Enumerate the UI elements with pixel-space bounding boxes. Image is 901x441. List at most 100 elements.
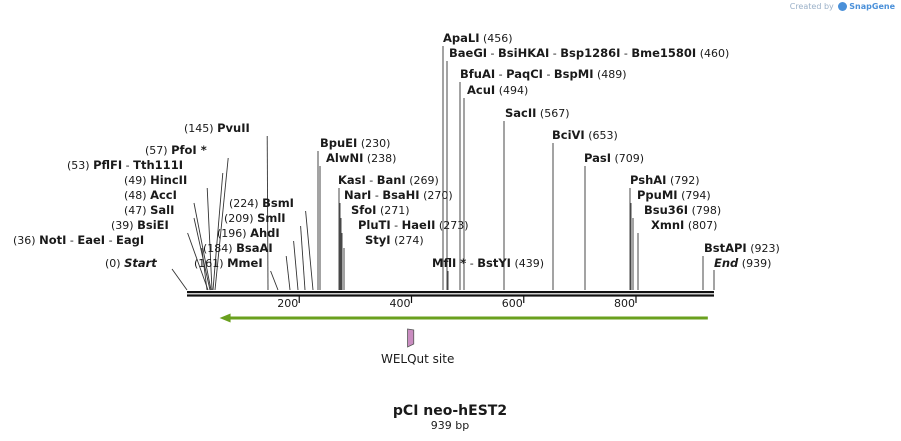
site-position: -	[620, 47, 631, 60]
site-position: (53)	[67, 159, 90, 172]
site-position: (224)	[229, 197, 259, 210]
site-connector-line	[212, 172, 224, 291]
welqut-site-glyph	[407, 328, 415, 348]
site-position: (794)	[681, 189, 711, 202]
site-label-baegi: BaeGI - BsiHKAI - Bsp1286I - Bme1580I (4…	[446, 46, 730, 290]
site-position: (209)	[224, 212, 254, 225]
marker-name: Start	[124, 256, 157, 270]
site-label-pvuii: (145) PvuII	[184, 121, 269, 291]
site-label-bsmi: (224) BsmI	[229, 196, 314, 291]
site-label-hincii: (49) HincII	[124, 173, 213, 291]
site-position: (39)	[111, 219, 134, 232]
site-label-text: BpuEI (230)	[320, 136, 390, 150]
site-position: -	[371, 189, 382, 202]
site-connector-line	[285, 255, 291, 291]
site-label-sfoi: SfoI (271)	[340, 203, 410, 290]
site-connector-line	[214, 157, 229, 291]
site-connector-line	[266, 135, 269, 291]
site-connector-line	[187, 232, 209, 291]
site-position: (36)	[13, 234, 36, 247]
backbone-line-top	[187, 291, 714, 294]
site-label-text: (184) BsaAI	[203, 241, 273, 255]
site-position: -	[466, 257, 477, 270]
site-label-text: (209) SmlI	[224, 211, 286, 225]
enzyme-name: EagI	[116, 233, 144, 247]
site-label-apali: ApaLI (456)	[442, 31, 513, 290]
site-connector-line	[193, 202, 212, 291]
marker-connector-line	[171, 268, 188, 291]
site-label-text: NarI - BsaHI (270)	[344, 188, 453, 202]
site-label-text: BciVI (653)	[552, 128, 618, 142]
site-label-text: (57) PfoI *	[145, 143, 207, 157]
site-connector-line	[270, 270, 279, 291]
site-position: (184)	[203, 242, 233, 255]
site-position: (145)	[184, 122, 214, 135]
site-position: (798)	[692, 204, 722, 217]
enzyme-name: PluTI	[358, 218, 391, 232]
ruler-tick-label: 800	[614, 297, 635, 310]
site-label-mmei: (161) MmeI	[194, 256, 279, 291]
site-label-noti: (36) NotI - EaeI - EagI	[13, 233, 208, 291]
site-label-bpuei: BpuEI (230)	[317, 136, 390, 290]
site-label-sali: (47) SalI	[124, 203, 211, 291]
site-position: (439)	[514, 257, 544, 270]
site-position: -	[366, 174, 377, 187]
site-position: (460)	[700, 47, 730, 60]
site-position: (271)	[380, 204, 410, 217]
site-label-text: XmnI (807)	[651, 218, 717, 232]
enzyme-name: NarI	[344, 188, 371, 202]
map-length: 939 bp	[431, 419, 469, 432]
site-label-text: PluTI - HaeII (273)	[358, 218, 469, 232]
site-label-text: MflI * - BstYI (439)	[432, 256, 544, 270]
enzyme-name: PaqCI	[506, 67, 543, 81]
site-label-text: SfoI (271)	[351, 203, 410, 217]
site-label-text: (224) BsmI	[229, 196, 294, 210]
site-label-pluti: PluTI - HaeII (273)	[341, 218, 469, 290]
enzyme-name: BstAPI	[704, 241, 747, 255]
site-connector-line	[300, 225, 306, 291]
site-label-text: (53) PflFI - Tth111I	[67, 158, 183, 172]
site-label-text: (47) SalI	[124, 203, 174, 217]
site-label-ahdi: (196) AhdI	[217, 226, 299, 291]
marker-start: (0) Start	[105, 256, 188, 291]
site-label-acui: AcuI (494)	[463, 83, 528, 290]
site-label-text: PpuMI (794)	[637, 188, 711, 202]
site-position: -	[66, 234, 77, 247]
site-position: (269)	[409, 174, 439, 187]
enzyme-name: Bsu36I	[644, 203, 688, 217]
site-position: (196)	[217, 227, 247, 240]
enzyme-name: BanI	[377, 173, 406, 187]
site-connector-line	[193, 217, 211, 291]
enzyme-name: Bsp1286I	[560, 46, 620, 60]
site-label-ppumi: PpuMI (794)	[630, 188, 711, 290]
feature-arrow-body	[227, 316, 708, 320]
site-label-kasi: KasI - BanI (269)	[338, 173, 439, 290]
site-label-bsaai: (184) BsaAI	[203, 241, 291, 291]
site-label-styi: StyI (274)	[343, 233, 424, 290]
enzyme-name: AlwNI	[326, 151, 363, 165]
marker-end: End (939)	[713, 256, 771, 290]
site-position: (567)	[540, 107, 570, 120]
enzyme-name: SmlI	[257, 211, 286, 225]
feature-label-welqut: WELQut site	[381, 352, 454, 366]
feature-arrow-head	[219, 313, 231, 323]
site-label-bcivi: BciVI (653)	[552, 128, 618, 290]
marker-name: End	[714, 256, 739, 270]
site-label-text: (145) PvuII	[184, 121, 250, 135]
enzyme-name: ApaLI	[443, 31, 480, 45]
enzyme-name: MmeI	[227, 256, 263, 270]
enzyme-name: AcuI	[467, 83, 495, 97]
site-position: -	[122, 159, 133, 172]
site-label-pfoi: (57) PfoI *	[145, 143, 229, 291]
site-position: (273)	[439, 219, 469, 232]
enzyme-name: PshAI	[630, 173, 666, 187]
enzyme-name: BspMI	[554, 67, 594, 81]
site-position: -	[549, 47, 560, 60]
site-position: (653)	[588, 129, 618, 142]
enzyme-name: PflFI	[93, 158, 122, 172]
enzyme-name: SacII	[505, 106, 536, 120]
snapgene-logo-icon	[838, 2, 848, 11]
site-label-text: PshAI (792)	[630, 173, 700, 187]
enzyme-name: NotI	[39, 233, 66, 247]
